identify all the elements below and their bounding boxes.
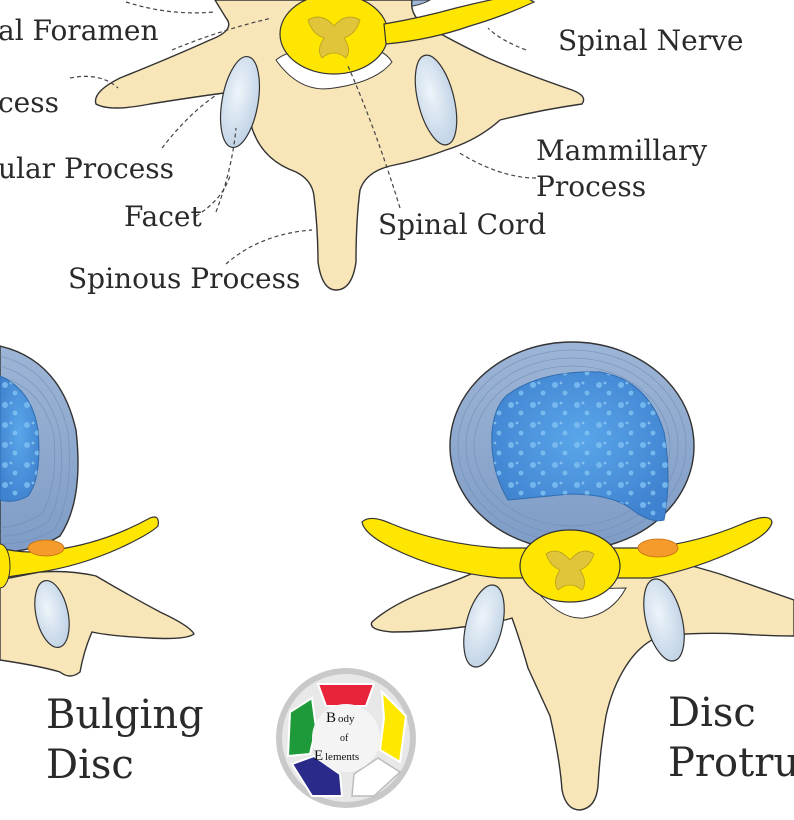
body-of-elements-logo: B ody of E lements <box>276 668 416 808</box>
top-facet-right <box>414 54 458 146</box>
label-foramen: al Foramen <box>0 14 159 47</box>
label-mammillary: Mammillary <box>536 134 707 167</box>
top-vertebra <box>94 0 585 291</box>
protrusion-spinal-nerve <box>361 516 773 579</box>
caption-protrusion-line1: Disc <box>668 690 756 736</box>
logo-letter-e: E <box>314 748 323 764</box>
protrusion-spinal-cord <box>519 529 621 603</box>
top-spinal-nerve <box>383 0 536 45</box>
caption-bulging-line1: Bulging <box>46 692 204 738</box>
label-spinal-nerve: Spinal Nerve <box>558 24 744 57</box>
protrusion-facet-right <box>643 578 685 662</box>
bulging-disc-illustration <box>0 345 195 677</box>
caption-protrusion-line2: Protrus <box>668 740 794 786</box>
top-facet-left <box>219 55 261 149</box>
leader-lines <box>69 1 537 265</box>
label-mammillary-process: Process <box>536 170 646 203</box>
label-spinal-cord: Spinal Cord <box>378 208 546 241</box>
bulging-spinal-nerve <box>0 516 159 579</box>
top-labels: al Foramen Spinal Nerve cess Mammillary … <box>0 14 744 295</box>
label-facet: Facet <box>124 200 202 233</box>
top-vertebra-bone <box>94 0 585 291</box>
protrusion-facet-left <box>463 584 505 668</box>
bulging-vertebra-bone <box>0 570 195 677</box>
bulging-cord-edge <box>0 543 11 589</box>
caption-bulging-line2: Disc <box>46 742 134 788</box>
logo-text-of: of <box>340 733 349 744</box>
bulging-disc-rings <box>0 355 70 545</box>
protrusion-herniation <box>637 538 679 558</box>
logo-segment-white <box>351 757 402 797</box>
logo-text-ody: ody <box>338 713 355 725</box>
top-spinal-cord <box>279 0 389 75</box>
label-articular-process: ular Process <box>0 152 174 185</box>
disc-protrusion-illustration <box>361 341 794 811</box>
captions: Bulging Disc Disc Protrus <box>46 690 794 788</box>
bulging-herniation <box>27 539 65 557</box>
logo-segment-blue <box>290 754 344 797</box>
logo-letter-b: B <box>326 710 336 726</box>
logo-text-lements: lements <box>325 751 359 763</box>
logo-segment-red <box>316 683 376 707</box>
bulging-facet <box>34 579 70 649</box>
label-process: cess <box>0 86 59 119</box>
logo-segment-yellow <box>378 689 408 764</box>
label-spinous-process: Spinous Process <box>68 262 300 295</box>
